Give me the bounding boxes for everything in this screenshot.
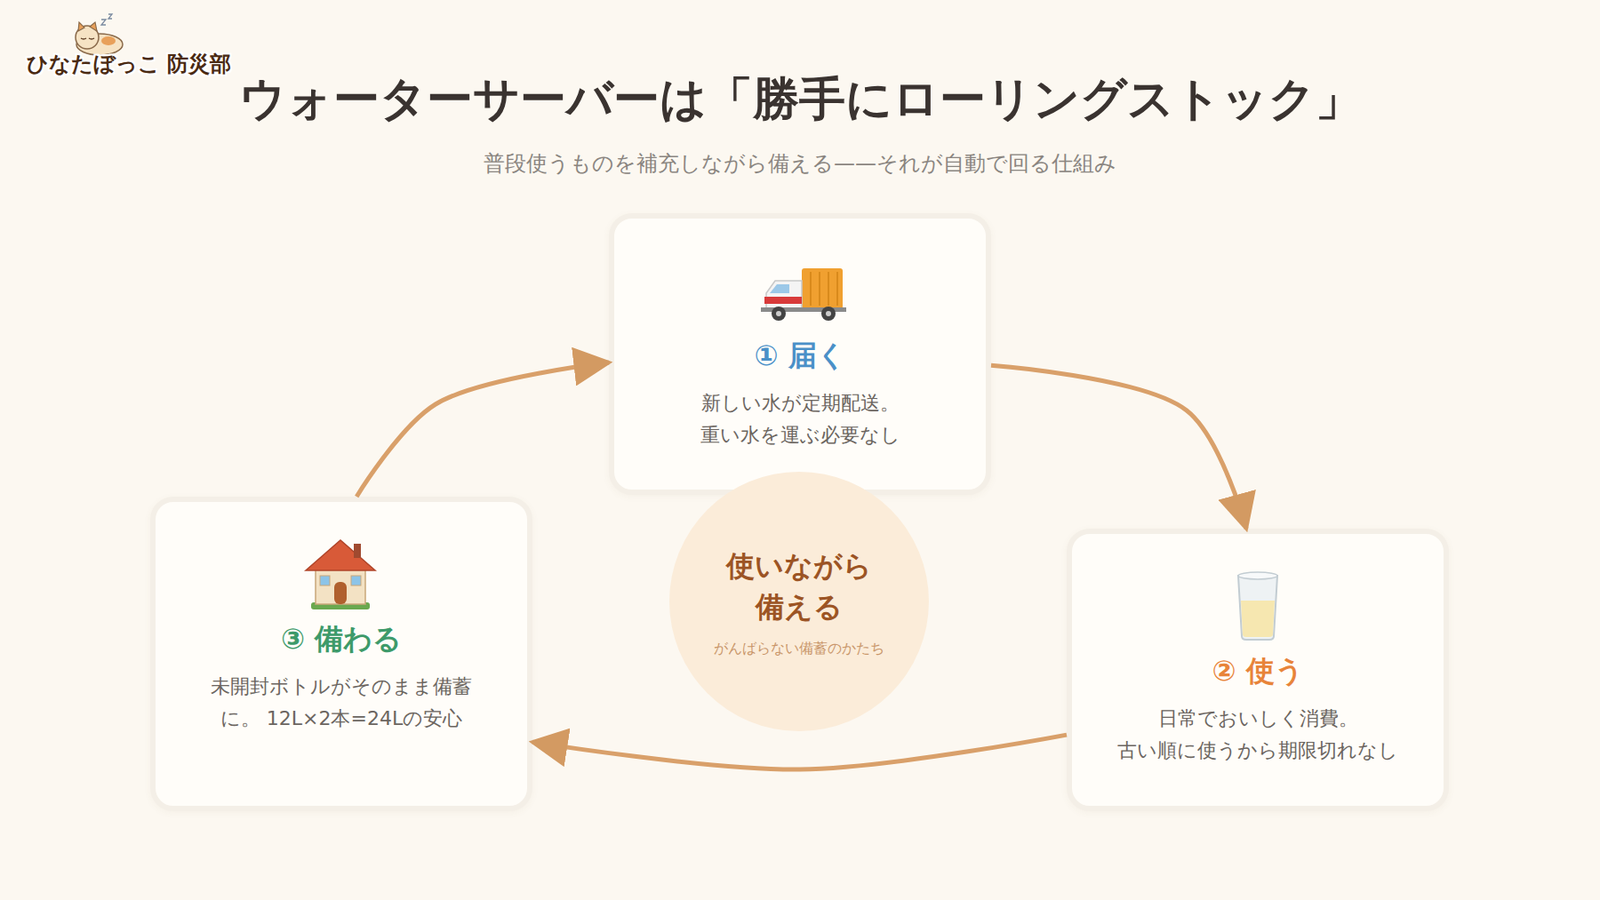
mascot-cat — [75, 14, 123, 56]
house-chimney — [353, 544, 361, 559]
step-heading: 使いながら 備える — [710, 545, 888, 628]
center-circle: 使いながら 備えるがんばらない備蓄のかたち — [669, 472, 929, 732]
cycle-arrow — [532, 735, 1067, 770]
house-icon — [305, 540, 376, 610]
sleep-mark — [101, 14, 112, 25]
truck-wheel — [771, 306, 786, 321]
truck-icon — [760, 268, 847, 321]
step-heading: ② 使う — [1211, 651, 1304, 691]
house-window — [351, 576, 361, 586]
cycle-arrow — [991, 365, 1247, 529]
truck-window — [769, 284, 790, 294]
step-description: 日常でおいしく消費。 古い順に使うから期限切れなし — [1088, 703, 1427, 768]
step-description: 未開封ボトルがそのまま備蓄 に。 12L×2本=24Lの安心 — [208, 671, 475, 736]
house-door — [334, 582, 347, 605]
truck-hub — [776, 311, 782, 317]
truck-hub — [825, 311, 832, 317]
step-description: がんばらない備蓄のかたち — [713, 640, 885, 659]
truck-chassis — [760, 307, 847, 312]
glass-outline — [1238, 576, 1278, 640]
truck-cab — [766, 280, 802, 310]
house-roof — [305, 540, 376, 571]
house-grass — [311, 602, 370, 610]
glass-icon — [1238, 572, 1278, 640]
cat-patch — [101, 36, 116, 46]
cat-ear — [78, 22, 85, 32]
house-window — [320, 576, 330, 586]
process-step-box: ② 使う日常でおいしく消費。 古い順に使うから期限切れなし — [1066, 528, 1449, 812]
step-description: 新しい水が定期配送。 重い水を運ぶ必要なし — [631, 387, 969, 452]
brand-label: ひなたぼっこ 防災部 — [26, 49, 232, 79]
process-step-box: ① 届く新しい水が定期配送。 重い水を運ぶ必要なし — [608, 213, 992, 496]
process-step-box: ③ 備わる未開封ボトルがそのまま備蓄 に。 12L×2本=24Lの安心 — [150, 496, 533, 812]
page-caption: 普段使うものを補充しながら備える——それが自動で回る仕組み — [0, 149, 1600, 178]
truck-cargo — [801, 268, 843, 310]
truck-stripe — [764, 296, 802, 304]
glass-rim — [1238, 572, 1278, 580]
step-heading: ③ 備わる — [280, 619, 402, 659]
truck-cargo-lines — [810, 272, 838, 306]
step-heading: ① 届く — [753, 336, 846, 376]
cat-eyes — [80, 38, 95, 40]
cycle-arrow — [356, 362, 609, 497]
glass-drink — [1240, 600, 1275, 638]
truck-wheel — [821, 306, 836, 321]
page-title: ウォーターサーバーは「勝手にローリングストック」 — [0, 71, 1600, 127]
cat-ear — [89, 22, 97, 32]
house-wall — [315, 567, 366, 605]
cat-head — [75, 25, 99, 49]
